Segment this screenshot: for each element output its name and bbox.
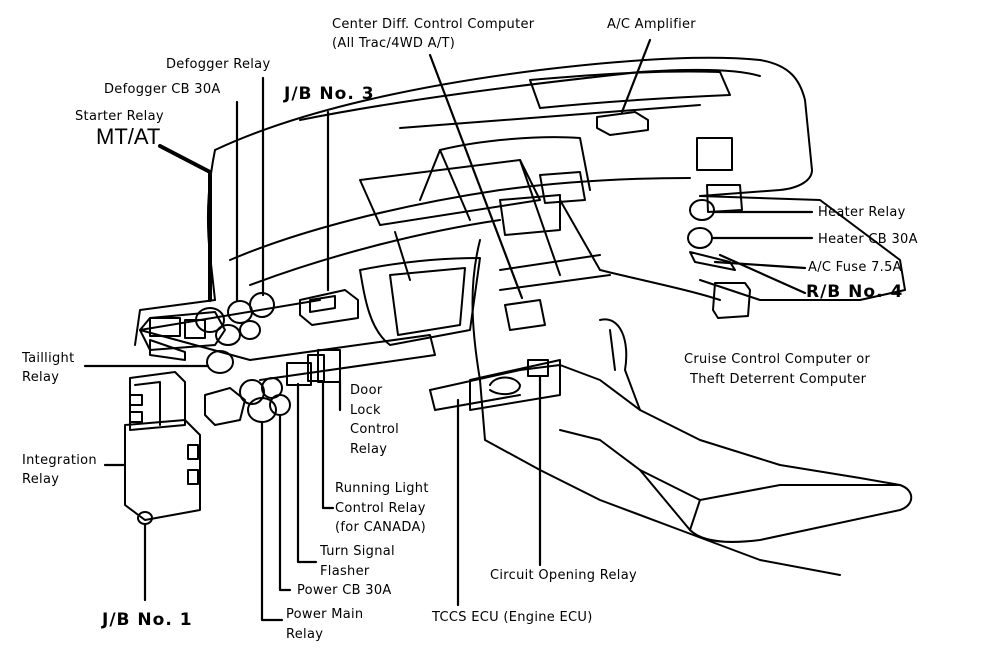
label-power-main: Power Main Relay (286, 607, 364, 642)
label-starter-relay: Starter Relay (75, 109, 164, 124)
label-power-cb: Power CB 30A (297, 583, 392, 598)
label-jb3: J/B No. 3 (284, 84, 375, 104)
label-mt-at: MT/AT (96, 124, 161, 149)
label-defogger-relay: Defogger Relay (166, 57, 271, 72)
label-defogger-cb: Defogger CB 30A (104, 82, 221, 97)
label-taillight-relay: Relay (22, 370, 60, 385)
label-circuit-opening: Circuit Opening Relay (490, 568, 637, 583)
label-cruise-2: Theft Deterrent Computer (690, 372, 867, 387)
label-cruise-1: Cruise Control Computer or (684, 352, 871, 367)
label-heater-cb: Heater CB 30A (818, 232, 918, 247)
leader-lines (83, 38, 814, 622)
dashboard-outline (134, 56, 913, 576)
label-center-diff: Center Diff. Control Computer (332, 17, 535, 32)
label-rb4: R/B No. 4 (806, 282, 904, 302)
label-running-light: Running Light Control Relay (for CANADA) (335, 481, 429, 535)
label-taillight: Taillight (22, 351, 75, 366)
label-heater-relay: Heater Relay (818, 205, 906, 220)
label-turn-signal: Turn Signal Flasher (320, 544, 395, 579)
label-ac-amplifier: A/C Amplifier (607, 17, 696, 32)
label-center-diff-sub: (All Trac/4WD A/T) (332, 36, 456, 51)
components (124, 111, 751, 525)
label-tccs-ecu: TCCS ECU (Engine ECU) (432, 610, 593, 625)
label-integration-relay: Integration Relay (22, 453, 97, 487)
label-ac-fuse: A/C Fuse 7.5A (808, 260, 902, 275)
label-door-lock: Door Lock Control Relay (350, 383, 400, 457)
label-jb1: J/B No. 1 (102, 610, 193, 630)
